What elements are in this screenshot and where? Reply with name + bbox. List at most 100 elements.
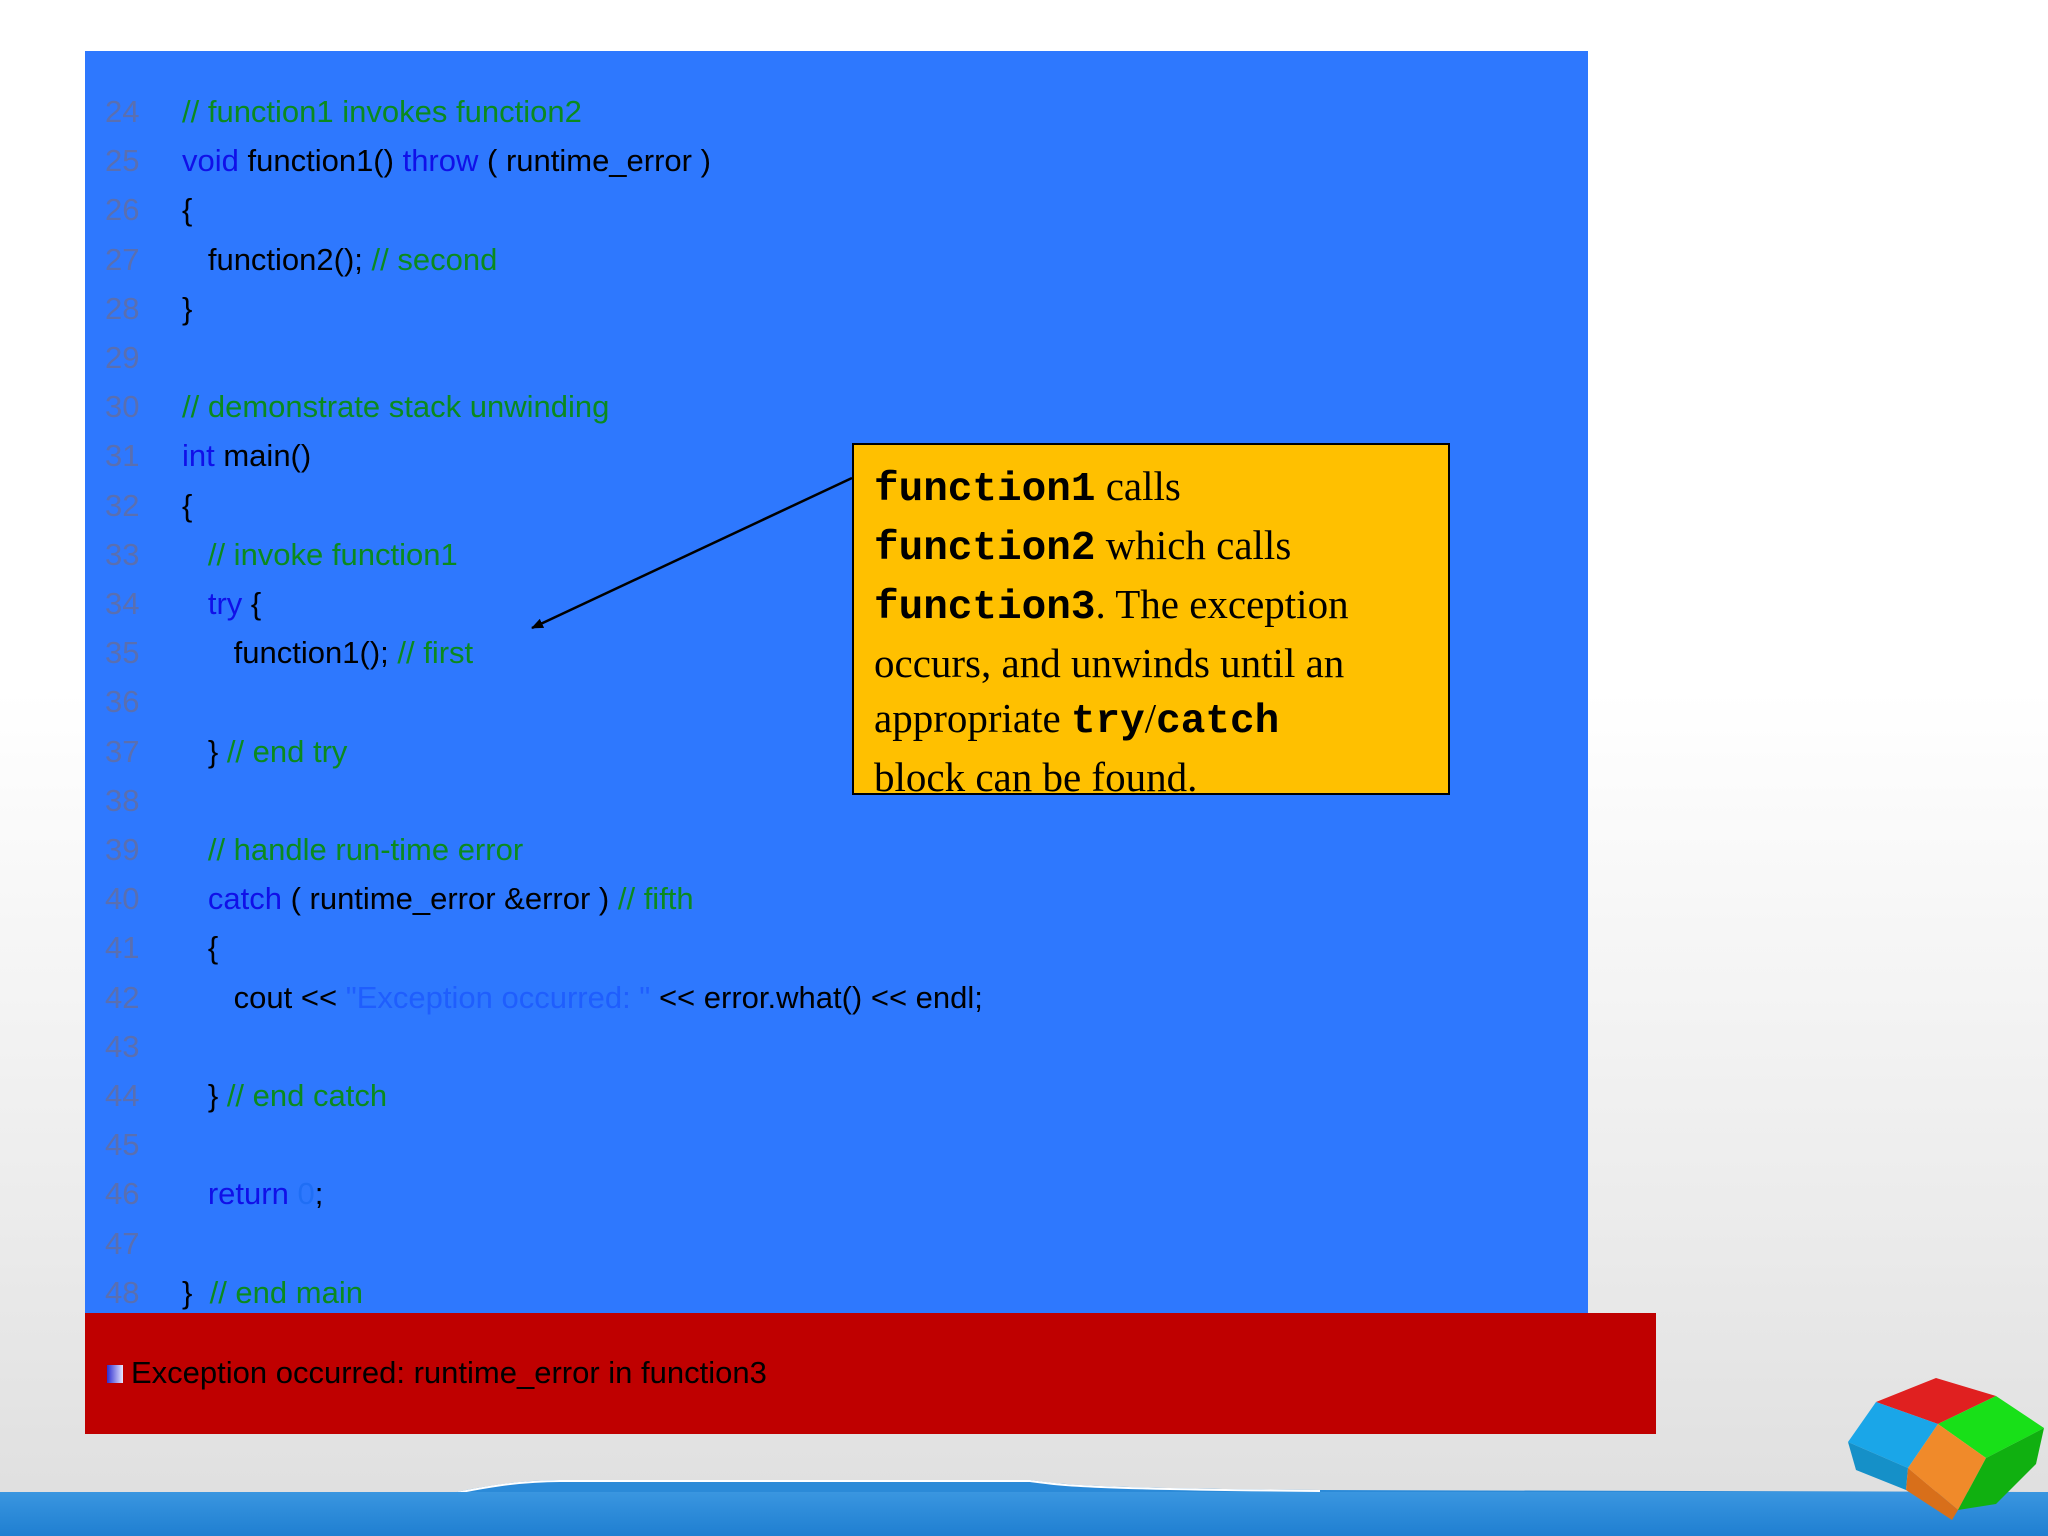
- code-line: 30// demonstrate stack unwinding: [85, 382, 1588, 431]
- code-token: {: [182, 930, 219, 966]
- line-number: 33: [105, 536, 140, 572]
- code-token: ( runtime_error &error ): [281, 881, 618, 917]
- code-token: }: [182, 1274, 210, 1310]
- code-text: void function1() throw ( runtime_error ): [182, 136, 711, 185]
- line-number: 43: [105, 1028, 140, 1064]
- callout-text: block can be found.: [874, 754, 1198, 800]
- code-line: 33 // invoke function1: [85, 530, 1588, 579]
- code-token: [182, 832, 208, 867]
- callout-line-1: function1 calls: [874, 459, 1428, 518]
- line-number: 44: [105, 1078, 140, 1113]
- code-text: function1(); // first: [182, 628, 473, 677]
- code-token: // end try: [226, 733, 348, 769]
- line-number: 31: [105, 438, 140, 474]
- code-line: 41 {: [85, 923, 1588, 972]
- callout-code-function1: function1: [874, 467, 1096, 513]
- code-token: void: [182, 143, 239, 179]
- code-token: function2();: [182, 241, 372, 277]
- bullet-icon: [107, 1365, 123, 1383]
- code-token: [182, 881, 208, 916]
- code-token: function1(): [238, 143, 403, 179]
- program-output-bar: Exception occurred: runtime_error in fun…: [85, 1313, 1656, 1434]
- line-number: 29: [105, 340, 140, 375]
- code-line: 32 {: [85, 481, 1588, 530]
- code-line: 28}: [85, 284, 1588, 333]
- code-text: function2(); // second: [182, 235, 498, 284]
- code-token: catch: [207, 881, 282, 917]
- callout-code-function3: function3: [874, 585, 1096, 631]
- code-text: catch ( runtime_error &error ) // fifth: [182, 874, 694, 923]
- code-token: try: [207, 586, 243, 621]
- line-number: 40: [105, 881, 140, 917]
- code-text: {: [182, 185, 192, 234]
- line-number: 48: [105, 1274, 140, 1310]
- code-token: {: [182, 192, 193, 228]
- callout-line-4: occurs, and unwinds until an: [874, 636, 1428, 691]
- callout-line-2: function2 which calls: [874, 518, 1428, 577]
- callout-line-5: appropriate try/catch: [874, 691, 1428, 750]
- line-number: 26: [105, 192, 140, 228]
- code-token: // first: [397, 635, 474, 671]
- line-number: 39: [105, 832, 140, 867]
- code-line: 35 function1(); // first: [85, 628, 1588, 677]
- code-token: main(): [214, 438, 312, 474]
- code-token: // end main: [209, 1274, 363, 1310]
- line-number: 25: [105, 143, 140, 179]
- program-output-text: Exception occurred: runtime_error in fun…: [131, 1355, 767, 1390]
- code-token: }: [182, 733, 227, 769]
- line-number: 24: [105, 94, 140, 129]
- callout-text: calls: [1095, 463, 1181, 509]
- code-text: {: [182, 481, 192, 530]
- code-line: 42 cout << "Exception occurred: " << err…: [85, 973, 1588, 1022]
- line-number: 37: [105, 733, 140, 769]
- line-number: 32: [105, 487, 140, 523]
- code-line: 39 // handle run-time error: [85, 825, 1588, 874]
- code-line: 26 {: [85, 185, 1588, 234]
- code-text: } // end try: [182, 727, 348, 776]
- code-token: [182, 537, 208, 572]
- line-number: 47: [105, 1225, 140, 1261]
- code-text: }: [182, 284, 192, 333]
- code-line: 27 function2(); // second: [85, 235, 1588, 284]
- callout-code-try: try: [1070, 699, 1145, 745]
- code-token: [182, 1176, 208, 1211]
- code-token: int: [182, 438, 215, 474]
- code-text: // handle run-time error: [182, 825, 523, 874]
- code-line: 34 try {: [85, 579, 1588, 628]
- code-line: 40 catch ( runtime_error &error ) // fif…: [85, 874, 1588, 923]
- code-line: 25 void function1() throw ( runtime_error…: [85, 136, 1588, 185]
- code-line: 44 } // end catch: [85, 1071, 1588, 1120]
- explanation-callout: function1 calls function2 which calls fu…: [852, 443, 1450, 800]
- code-token: ;: [314, 1176, 324, 1212]
- code-text: return 0;: [182, 1169, 323, 1218]
- callout-text: which calls: [1095, 522, 1292, 568]
- code-line: 31 int main(): [85, 431, 1588, 480]
- code-text: {: [182, 923, 218, 972]
- code-token: {: [242, 586, 262, 621]
- code-text: } // end catch: [182, 1071, 387, 1120]
- code-line: 45: [85, 1120, 1588, 1169]
- code-token: // handle run-time error: [207, 832, 524, 867]
- line-number: 27: [105, 241, 140, 277]
- code-text: // function1 invokes function2: [182, 87, 582, 136]
- code-text: try {: [182, 579, 261, 628]
- code-line: 48} // end main: [85, 1268, 1588, 1317]
- callout-line-6: block can be found.: [874, 750, 1428, 805]
- code-token: throw: [402, 143, 479, 179]
- code-token: function1();: [182, 635, 398, 671]
- code-line: 38: [85, 776, 1588, 825]
- code-line: 24 // function1 invokes function2: [85, 87, 1588, 136]
- code-token: return: [207, 1176, 289, 1212]
- code-text: // invoke function1: [182, 530, 458, 579]
- code-token: ( runtime_error ): [478, 143, 711, 179]
- code-line: 43: [85, 1022, 1588, 1071]
- code-token: [182, 586, 208, 621]
- code-token: // invoke function1: [207, 536, 458, 572]
- callout-code-function2: function2: [874, 526, 1096, 572]
- line-number: 46: [105, 1176, 140, 1212]
- line-number: 35: [105, 635, 140, 671]
- code-token: // end catch: [226, 1078, 388, 1113]
- callout-text: occurs, and unwinds until an: [874, 640, 1345, 686]
- callout-text: . The exception: [1095, 581, 1349, 627]
- code-line: 46 return 0;: [85, 1169, 1588, 1218]
